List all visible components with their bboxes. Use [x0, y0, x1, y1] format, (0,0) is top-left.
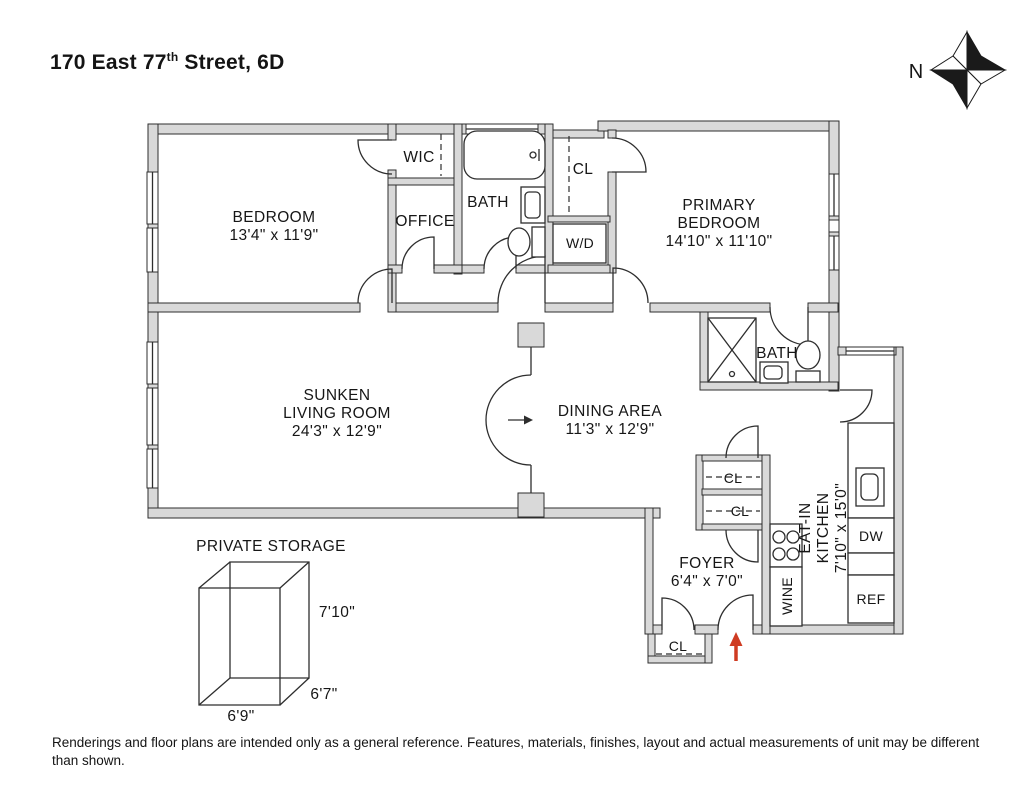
bedroom-door	[357, 268, 393, 304]
storage-dim-width: 6'9"	[227, 708, 254, 725]
primary-bedroom-label-1: PRIMARY	[682, 197, 755, 214]
room-labels: BEDROOM 13'4" x 11'9" WIC OFFICE BATH CL…	[229, 149, 885, 654]
storage-dim-height: 7'10"	[319, 604, 355, 621]
windows	[146, 123, 895, 489]
storage-labels: PRIVATE STORAGE 7'10" 6'7" 6'9"	[196, 538, 355, 725]
closet-top-door	[611, 137, 647, 173]
bedroom-dims: 13'4" x 11'9"	[229, 227, 318, 244]
entry-door	[717, 594, 754, 631]
title-main: 170 East 77	[50, 51, 167, 74]
closet-top-label: CL	[573, 161, 594, 178]
bedroom-label: BEDROOM	[233, 209, 316, 226]
refrigerator-label: REF	[857, 591, 886, 607]
living-room-label-2: LIVING ROOM	[283, 405, 391, 422]
storage-dim-depth: 6'7"	[310, 686, 337, 703]
wic-label: WIC	[403, 149, 434, 166]
wine-fridge-box	[769, 566, 803, 627]
step-arrow-icon	[524, 415, 533, 425]
closet-entry-label: CL	[669, 638, 688, 654]
kitchen-label-2: KITCHEN	[815, 493, 832, 564]
closet-foyer-label: CL	[731, 503, 750, 519]
bath-right-label: BATH	[756, 345, 798, 362]
kitchen-label-group: EAT-IN KITCHEN 7'10" x 15'0"	[797, 483, 850, 573]
foyer-dims: 6'4" x 7'0"	[671, 573, 743, 590]
office-door	[401, 236, 435, 270]
kitchen-label-1: EAT-IN	[797, 502, 814, 553]
bath-right-toilet	[795, 340, 821, 370]
closet-entry-door	[661, 597, 695, 631]
kitchen-dims: 7'10" x 15'0"	[833, 483, 850, 573]
office-label: OFFICE	[395, 213, 454, 230]
bath-top-label: BATH	[467, 194, 509, 211]
wic-door	[357, 139, 393, 175]
title-rest: Street, 6D	[178, 51, 285, 74]
step-marker	[485, 322, 545, 518]
living-room-label-1: SUNKEN	[304, 387, 371, 404]
dining-area-label: DINING AREA	[558, 403, 663, 420]
storage-title: PRIVATE STORAGE	[196, 538, 346, 555]
bath-right-door	[769, 306, 809, 346]
page-title: 170 East 77th Street, 6D	[50, 50, 284, 75]
tub-faucet-icon	[529, 151, 537, 159]
closet-hall-label: CL	[724, 470, 743, 486]
primary-bedroom-dims: 14'10" x 11'10"	[665, 233, 772, 250]
washer-dryer-box	[552, 223, 607, 264]
shower-drain-icon	[728, 370, 736, 378]
disclaimer-text: Renderings and floor plans are intended …	[52, 735, 980, 768]
dining-area-dims: 11'3" x 12'9"	[565, 421, 654, 438]
living-room-dims: 24'3" x 12'9"	[292, 423, 382, 440]
washer-dryer-label: W/D	[566, 235, 594, 251]
hall-door	[497, 255, 546, 304]
dishwasher-label: DW	[859, 528, 883, 544]
stove	[769, 523, 803, 568]
wine-label: WINE	[779, 577, 795, 615]
foyer-label: FOYER	[679, 555, 734, 572]
kitchen-door	[839, 389, 873, 423]
title-superscript: th	[166, 50, 179, 64]
compass-icon: N	[909, 30, 1007, 110]
bath-top-toilet	[531, 226, 546, 258]
closet-hall-door	[725, 425, 759, 459]
refrigerator-box	[847, 574, 895, 624]
wine-label-group: WINE	[779, 577, 795, 615]
primary-bedroom-label-2: BEDROOM	[678, 215, 761, 232]
bathtub	[463, 130, 546, 180]
primary-bedroom-door	[612, 267, 649, 304]
internal-walls	[147, 123, 839, 664]
compass-north-label: N	[909, 61, 923, 83]
closet-foyer-door	[725, 529, 759, 563]
entry-arrow-icon	[729, 632, 743, 661]
fixtures	[440, 130, 895, 655]
storage-box	[198, 561, 310, 706]
